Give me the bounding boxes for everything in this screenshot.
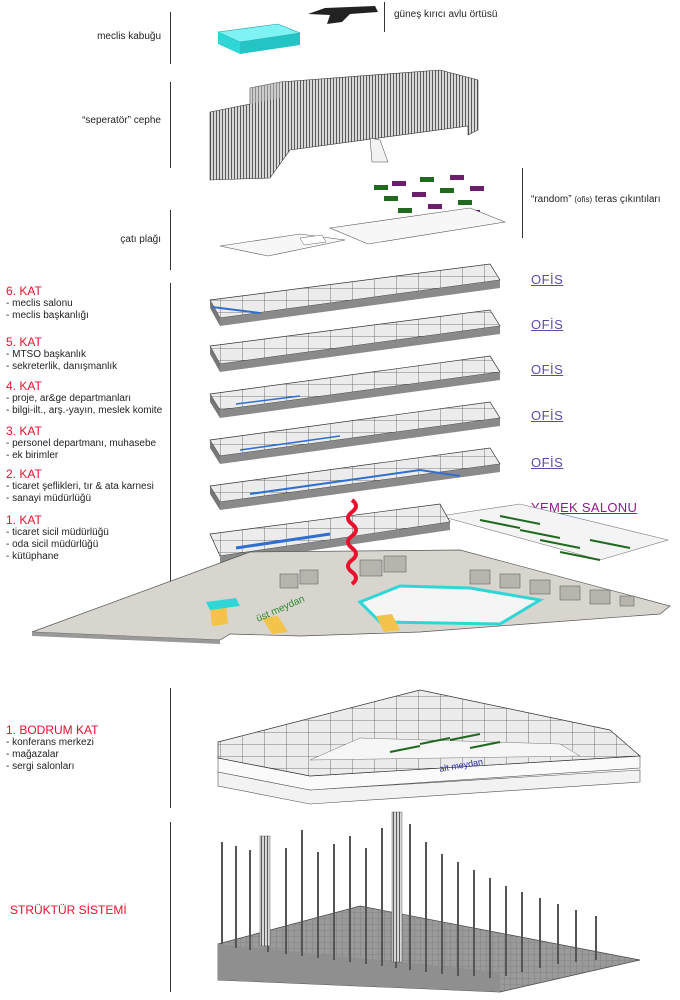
ground-plaza: üst meydan: [31, 549, 671, 644]
guide-line-left-1: [170, 12, 171, 64]
label-seperator-cephe: “seperatör” cephe: [82, 115, 161, 126]
label-ofis-4: OFİS: [531, 362, 564, 377]
floor-item: - proje, ar&ge departmanları: [6, 393, 132, 404]
guide-line-left-2: [170, 82, 171, 168]
floor-item: - ticaret sicil müdürlüğü: [6, 527, 109, 538]
guide-line-left-5: [170, 688, 171, 808]
floor-item: - meclis salonu: [6, 298, 73, 309]
floor-bodrum: 1. BODRUM KAT - konferans merkezi - mağa…: [6, 724, 98, 773]
floor-item: - sanayi müdürlüğü: [6, 493, 92, 504]
floor-slab-6: [209, 263, 501, 326]
floor-item: - bilgi-ilt., arş.-yayın, meslek komite: [6, 405, 163, 416]
floor-slab-3: [209, 401, 501, 464]
floor-title: 2. KAT: [6, 467, 42, 481]
floor-item: - mağazalar: [6, 749, 59, 760]
floor-slab-5: [209, 309, 501, 372]
floor-slab-4: [209, 355, 501, 418]
label-ofis-5: OFİS: [531, 317, 564, 332]
floor-1: 1. KAT - ticaret sicil müdürlüğü - oda s…: [6, 514, 109, 563]
floor-5: 5. KAT - MTSO başkanlık - sekreterlik, d…: [6, 336, 117, 373]
struktur-sistemi: [217, 811, 641, 993]
label-ofis-2: OFİS: [531, 455, 564, 470]
label-random-small: (ofis): [574, 195, 593, 204]
floor-4: 4. KAT - proje, ar&ge departmanları - bi…: [6, 380, 162, 417]
floor-item: - konferans merkezi: [6, 737, 94, 748]
floor-slab-2: [209, 447, 501, 510]
floor-title: 6. KAT: [6, 284, 42, 298]
guide-line-left-6: [170, 822, 171, 992]
bodrum-kat: alt meydan: [217, 689, 641, 805]
floor-item: - kütüphane: [6, 551, 59, 562]
floor-title: 5. KAT: [6, 335, 42, 349]
label-meclis-kabugu: meclis kabuğu: [97, 31, 161, 42]
floor-6: 6. KAT - meclis salonu - meclis başkanlı…: [6, 285, 89, 322]
floor-item: - sekreterlik, danışmanlık: [6, 361, 118, 372]
meclis-kabugu-shape: [216, 23, 302, 54]
floor-title: 1. KAT: [6, 513, 42, 527]
label-random-post: teras çıkıntıları: [594, 194, 661, 205]
label-random-pre: “random”: [531, 194, 572, 205]
guide-line-right-2: [522, 168, 523, 238]
label-cati-plagi: çatı plağı: [120, 234, 161, 245]
floor-item: - meclis başkanlığı: [6, 310, 89, 321]
spiral-stair: [346, 498, 358, 586]
floor-item: - MTSO başkanlık: [6, 349, 87, 360]
cati-plagi-shape: [219, 207, 507, 257]
floor-title: 1. BODRUM KAT: [6, 723, 99, 737]
gunes-kirici-shape: [308, 6, 378, 24]
floor-item: - ek birimler: [6, 450, 59, 461]
seperator-cephe-shape: [209, 69, 479, 181]
guide-line-left-4: [170, 283, 171, 633]
guide-line-left-3: [170, 210, 171, 270]
floor-item: - oda sicil müdürlüğü: [6, 539, 99, 550]
floor-3: 3. KAT - personel departmanı, muhasebe -…: [6, 425, 156, 462]
label-ofis-3: OFİS: [531, 408, 564, 423]
floor-title: 3. KAT: [6, 424, 42, 438]
label-ofis-6: OFİS: [531, 272, 564, 287]
label-yemek-salonu: YEMEK SALONU: [531, 500, 638, 515]
yemek-salonu-plane: [439, 503, 670, 561]
label-gunes-kirici: güneş kırıcı avlu örtüsü: [394, 9, 498, 20]
floor-title: 4. KAT: [6, 379, 42, 393]
label-struktur-sistemi: STRÜKTÜR SİSTEMİ: [10, 903, 127, 917]
floor-item: - personel departmanı, muhasebe: [6, 438, 157, 449]
guide-line-right-1: [384, 2, 385, 32]
label-random-teras: “random” (ofis) teras çıkıntıları: [531, 194, 661, 206]
floor-2: 2. KAT - ticaret şeflikleri, tır & ata k…: [6, 468, 154, 505]
floor-item: - sergi salonları: [6, 761, 75, 772]
floor-item: - ticaret şeflikleri, tır & ata karnesi: [6, 481, 154, 492]
